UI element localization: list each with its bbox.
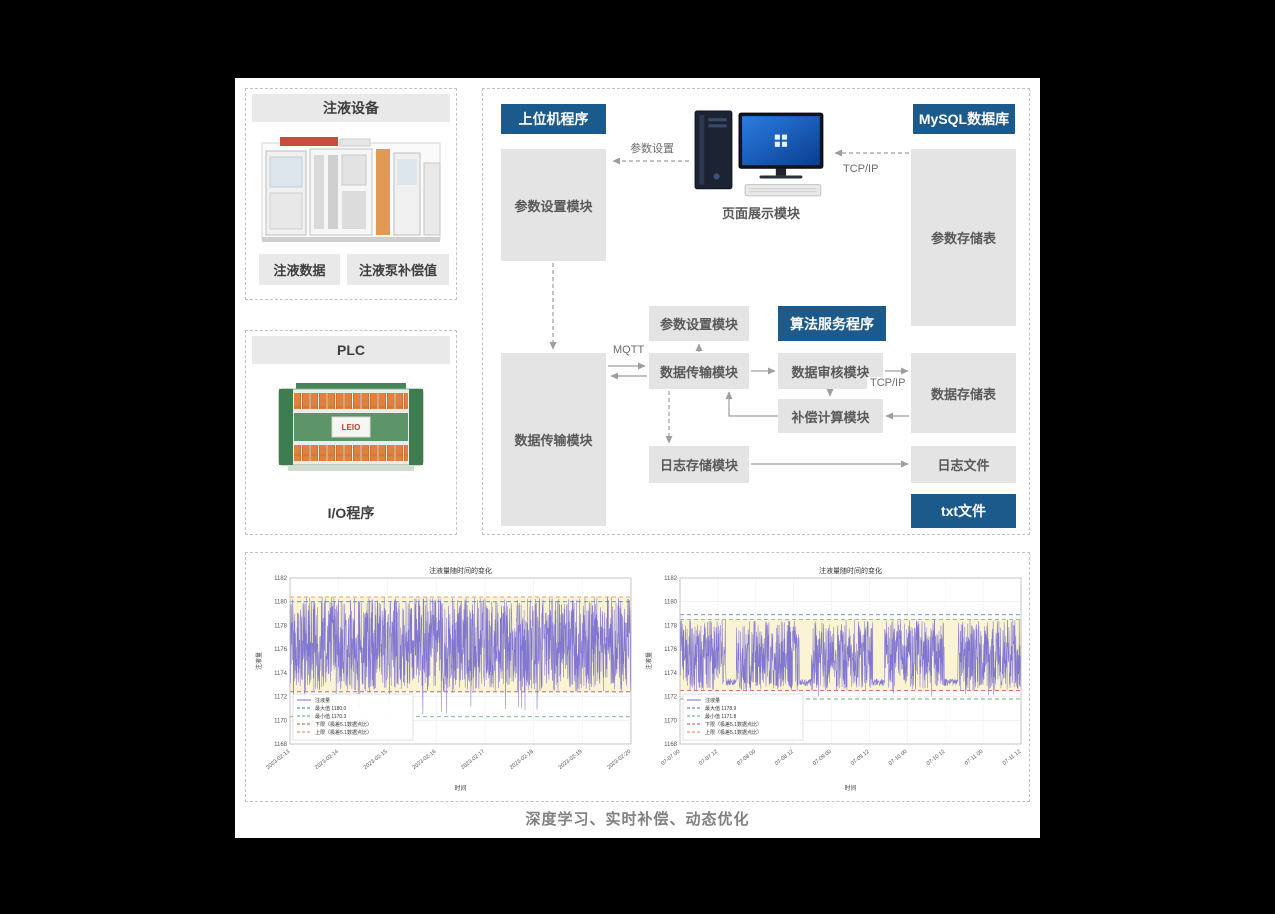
label-tcpip-top: TCP/IP (840, 163, 882, 175)
module-data-audit: 数据审核模块 (778, 353, 883, 389)
svg-text:注液量: 注液量 (705, 697, 720, 704)
txt-file-badge: txt文件 (911, 494, 1016, 528)
svg-text:最小值 1171.8: 最小值 1171.8 (705, 713, 737, 720)
svg-text:1168: 1168 (274, 742, 288, 748)
svg-text:注液量随时间的变化: 注液量随时间的变化 (819, 566, 882, 575)
svg-text:07-09 00: 07-09 00 (812, 749, 833, 767)
svg-text:07-09 12: 07-09 12 (850, 749, 871, 767)
diagram-arrows (549, 149, 909, 468)
svg-text:时间: 时间 (454, 784, 466, 792)
label-tcpip-mid: TCP/IP (867, 377, 909, 389)
label-mqtt: MQTT (610, 344, 648, 356)
module-data-store: 数据存储表 (911, 353, 1016, 433)
svg-text:2023-02-20: 2023-02-20 (606, 749, 632, 771)
svg-text:最大值 1180.0: 最大值 1180.0 (315, 705, 347, 712)
injection-device-title: 注液设备 (252, 94, 450, 122)
svg-text:1176: 1176 (274, 647, 288, 653)
module-param-store: 参数存储表 (911, 149, 1016, 326)
content-sheet: 注液设备 注液数据 注液泵补偿值 (235, 78, 1040, 838)
module-param-set-left: 参数设置模块 (501, 149, 606, 261)
svg-text:1176: 1176 (664, 647, 678, 653)
svg-text:2023-02-17: 2023-02-17 (460, 749, 486, 771)
slide-caption: 深度学习、实时补偿、动态优化 (525, 811, 750, 828)
svg-text:上限（极差5.1数据点比）: 上限（极差5.1数据点比） (315, 729, 372, 736)
svg-text:1174: 1174 (274, 671, 288, 677)
svg-text:1170: 1170 (664, 718, 678, 724)
svg-text:1170: 1170 (274, 718, 288, 724)
svg-text:07-08 12: 07-08 12 (774, 749, 795, 767)
module-log-store: 日志存储模块 (649, 446, 749, 483)
svg-text:1182: 1182 (274, 576, 288, 582)
module-page-display: 页面展示模块 (721, 206, 800, 221)
svg-text:07-10 00: 07-10 00 (888, 749, 909, 767)
module-comp-calc: 补偿计算模块 (778, 399, 883, 433)
svg-text:1180: 1180 (664, 600, 678, 606)
svg-text:07-07 12: 07-07 12 (698, 749, 719, 767)
svg-text:LEIO: LEIO (342, 423, 361, 432)
svg-text:注液量: 注液量 (315, 697, 330, 704)
svg-text:1180: 1180 (274, 600, 288, 606)
svg-text:2023-02-16: 2023-02-16 (412, 749, 438, 771)
injection-equipment-image (257, 133, 445, 247)
svg-text:07-07 00: 07-07 00 (660, 749, 681, 767)
svg-text:1178: 1178 (274, 623, 288, 629)
svg-text:07-11 00: 07-11 00 (964, 749, 984, 767)
svg-text:2023-02-15: 2023-02-15 (363, 749, 389, 771)
svg-text:最大值 1178.9: 最大值 1178.9 (705, 705, 737, 712)
chart-injection-volume-history: 1168 1170 1172 1174 1176 1178 1180 1182 2023-02-… (254, 562, 639, 794)
pump-compensation-label: 注液泵补偿值 (347, 254, 449, 285)
module-param-set-mid: 参数设置模块 (649, 306, 749, 341)
computer-icon (694, 110, 824, 197)
mysql-database-badge: MySQL数据库 (913, 104, 1015, 134)
svg-text:2023-02-13: 2023-02-13 (265, 749, 291, 771)
architecture-diagram: 上位机程序 MySQL数据库 算法服务程序 txt文件 参数设置模块 数据传输模… (482, 88, 1030, 535)
svg-text:上限（极差5.1数据点比）: 上限（极差5.1数据点比） (705, 729, 762, 736)
injection-device-panel: 注液设备 注液数据 注液泵补偿值 (245, 88, 457, 300)
svg-text:07-08 00: 07-08 00 (736, 749, 757, 767)
svg-text:注液量: 注液量 (645, 652, 653, 670)
plc-title: PLC (252, 336, 450, 364)
io-module-image: LEIO (278, 383, 424, 471)
io-program-label: I/O程序 (327, 505, 375, 521)
svg-text:时间: 时间 (844, 784, 856, 792)
label-param-setting: 参数设置 (627, 140, 677, 156)
svg-text:1174: 1174 (664, 671, 678, 677)
plc-panel: PLC LEIO I/O程序 (245, 330, 457, 535)
module-data-trans-mid: 数据传输模块 (649, 353, 749, 389)
algo-service-badge: 算法服务程序 (778, 306, 886, 341)
module-data-trans-left: 数据传输模块 (501, 353, 606, 526)
svg-text:2023-02-19: 2023-02-19 (558, 749, 584, 771)
svg-text:最小值 1170.3: 最小值 1170.3 (315, 713, 347, 720)
svg-text:1178: 1178 (664, 623, 678, 629)
svg-text:1172: 1172 (274, 695, 288, 701)
svg-text:1168: 1168 (664, 742, 678, 748)
svg-text:2023-02-18: 2023-02-18 (509, 749, 535, 771)
svg-text:下限（极差5.1数据点比）: 下限（极差5.1数据点比） (315, 721, 372, 728)
charts-panel: 1168 1170 1172 1174 1176 1178 1180 1182 2023-02-… (245, 552, 1030, 802)
module-log-file: 日志文件 (911, 446, 1016, 483)
arrow-compcalc-to-datatrans (725, 391, 778, 417)
svg-text:下限（极差5.1数据点比）: 下限（极差5.1数据点比） (705, 721, 762, 728)
svg-text:07-10 12: 07-10 12 (926, 749, 947, 767)
chart-injection-volume-recent: 1168 1170 1172 1174 1176 1178 1180 1182 07-07 00… (644, 562, 1029, 794)
svg-text:注液量随时间的变化: 注液量随时间的变化 (429, 566, 492, 575)
host-program-badge: 上位机程序 (501, 104, 606, 134)
svg-text:1182: 1182 (664, 576, 678, 582)
svg-text:1172: 1172 (664, 695, 678, 701)
svg-text:2023-02-14: 2023-02-14 (314, 749, 340, 771)
svg-text:注液量: 注液量 (255, 652, 263, 670)
svg-text:07-11 12: 07-11 12 (1002, 749, 1022, 767)
injection-data-label: 注液数据 (259, 254, 340, 285)
